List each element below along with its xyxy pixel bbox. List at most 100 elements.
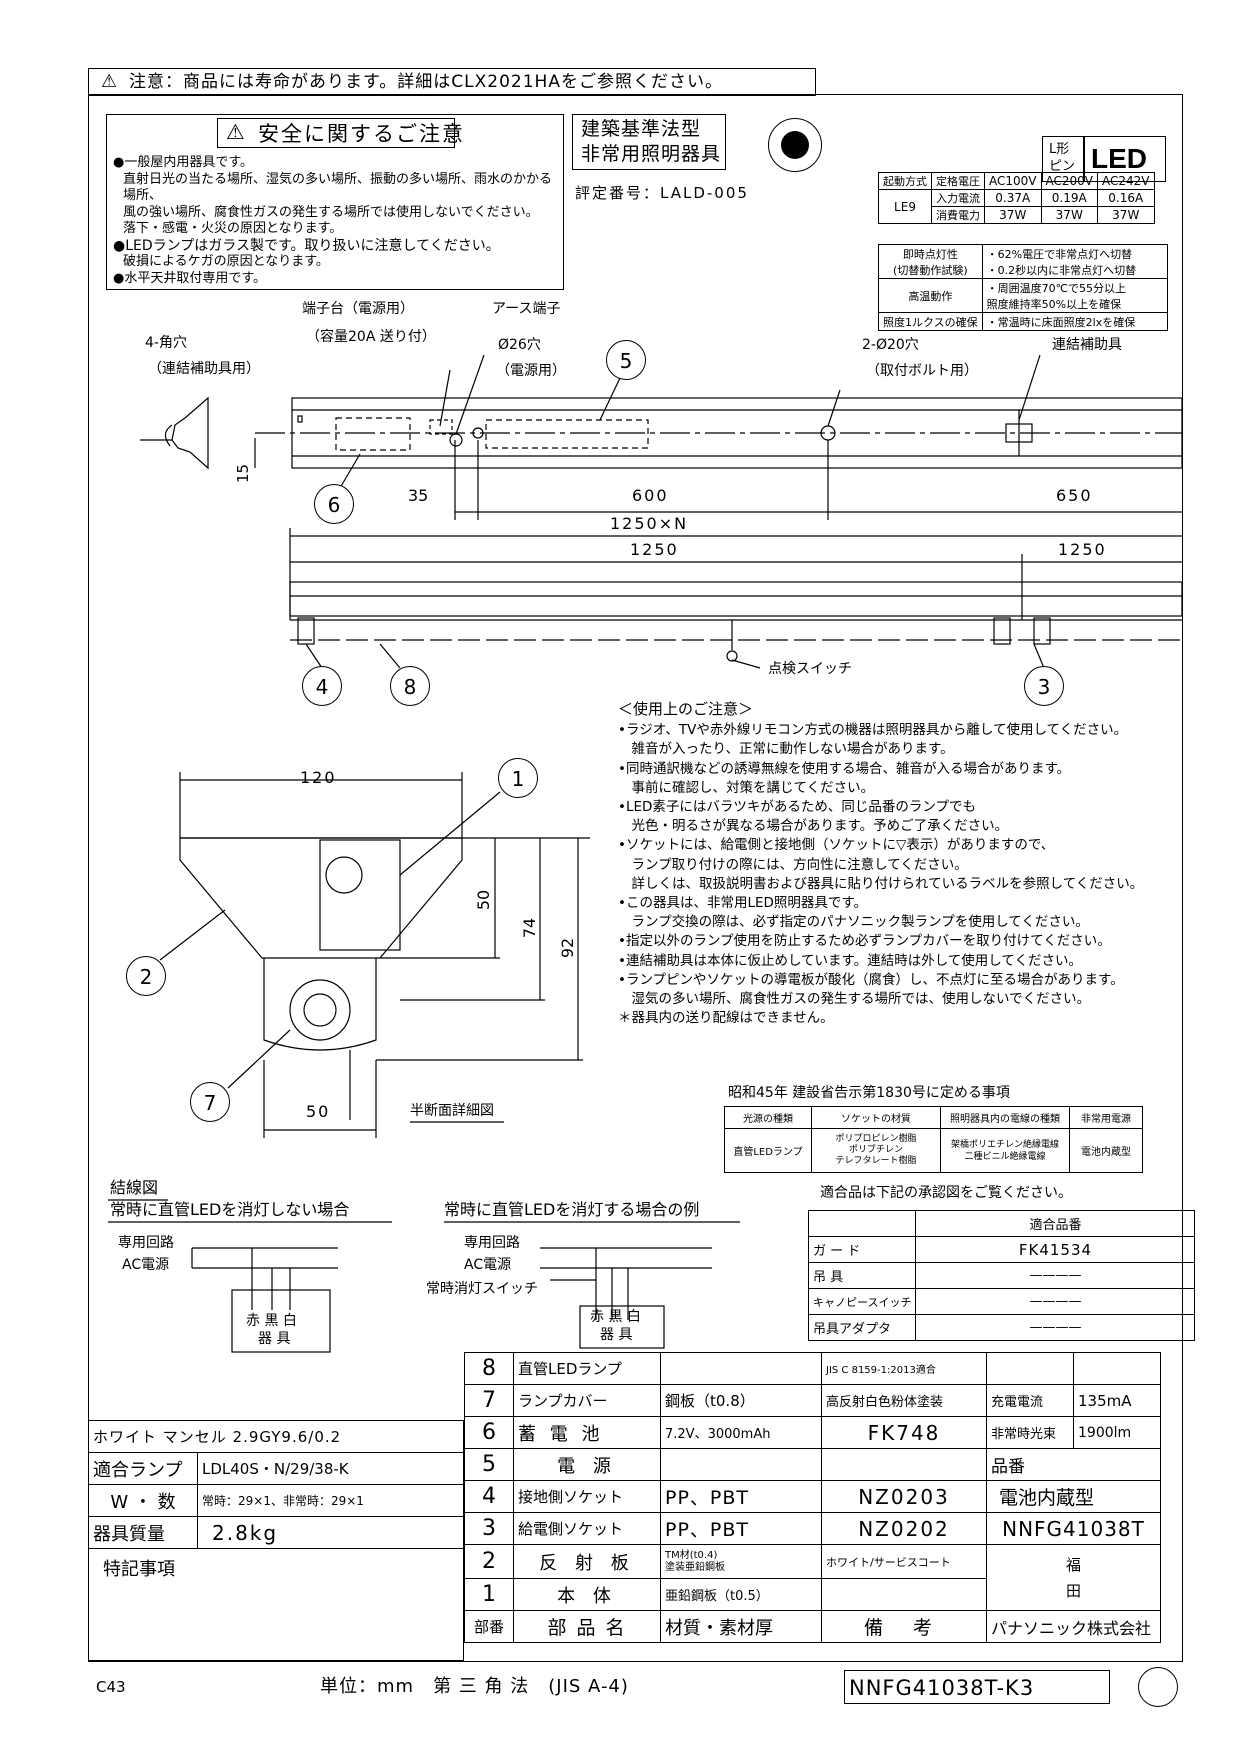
usage-line: ＊器具内の送り配線はできません。 bbox=[618, 1010, 834, 1027]
usage-line: •連結補助具は本体に仮止めしています。連結時は外して使用してください。 bbox=[618, 952, 1082, 969]
square-hole-sub: （連結補助具用） bbox=[148, 361, 260, 377]
terminal-label: 端子台（電源用） bbox=[302, 301, 414, 317]
callout-3: 3 bbox=[1024, 666, 1064, 706]
part-material bbox=[660, 1448, 822, 1481]
part-name: 蓄 電 池 bbox=[513, 1416, 661, 1449]
flux-value: 1900lm bbox=[1073, 1416, 1161, 1449]
earth-label: アース端子 bbox=[492, 301, 561, 317]
usage-line: •LED素子にはバラツキがあるため、同じ品番のランプでも bbox=[618, 799, 977, 816]
dim-650-label: 650 bbox=[1056, 486, 1093, 505]
spec-table: 起動方式 定格電圧 AC100V AC200V AC242V LE9 入力電流 … bbox=[878, 172, 1155, 224]
part-name: 直管LEDランプ bbox=[513, 1352, 661, 1385]
n1830-header: 非常用電源 bbox=[1069, 1106, 1143, 1129]
n1830-cell: 架橋ポリエチレン絶縁電線 二種ビニル絶縁電線 bbox=[940, 1128, 1070, 1173]
usage-line: 事前に確認し、対策を講じてください。 bbox=[618, 779, 875, 796]
dim-1250n-label: 1250×N bbox=[610, 514, 689, 533]
usage-title: ＜使用上のご注意＞ bbox=[618, 700, 754, 718]
drafter-1: 福 bbox=[1065, 1555, 1081, 1574]
usage-line: •指定以外のランプ使用を防止するため必ずランプカバーを取り付けてください。 bbox=[618, 933, 1111, 950]
dim-120-label: 120 bbox=[300, 768, 337, 787]
compat-value: ———— bbox=[915, 1314, 1196, 1341]
n1830-cell: 電池内蔵型 bbox=[1069, 1128, 1143, 1173]
building-type-line2: 非常用照明器具 bbox=[581, 143, 722, 165]
lamp-label: 適合ランプ bbox=[88, 1452, 198, 1485]
footer-unit: 単位：mm 第 三 角 法 (JIS A-4) bbox=[320, 1676, 629, 1697]
wiring-title: 結線図 bbox=[110, 1178, 159, 1197]
n1830-cell: 直管LEDランプ bbox=[724, 1128, 812, 1173]
safety-line: 破損によるケガの原因となります。 bbox=[123, 254, 329, 269]
parts-header-no: 部番 bbox=[464, 1610, 514, 1643]
w-value: 常時：29×1、非常時：29×1 bbox=[197, 1484, 464, 1517]
part-name: 接地側ソケット bbox=[513, 1480, 661, 1513]
compat-label: キャノピースイッチ bbox=[807, 1288, 917, 1315]
callout-2: 2 bbox=[126, 956, 166, 996]
drawing-number: NNFG41038T-K3 bbox=[849, 1676, 1035, 1700]
compat-note: 適合品は下記の承認図をご覧ください。 bbox=[820, 1185, 1072, 1201]
maker-name: パナソニック株式会社 bbox=[986, 1610, 1161, 1643]
wiring-circuit: 専用回路 bbox=[118, 1235, 174, 1251]
approval-seal bbox=[768, 118, 822, 172]
bolt-hole-label: 2-Ø20穴 bbox=[862, 337, 919, 353]
spec-cell: 37W bbox=[1040, 206, 1098, 224]
right-empty bbox=[986, 1352, 1074, 1385]
parts-header-name: 部 品 名 bbox=[513, 1610, 661, 1643]
perf-value: ・常温時に床面照度2lxを確保 bbox=[981, 312, 1169, 331]
usage-line: •ソケットには、給電側と接地側（ソケットに▽表示）がありますので、 bbox=[618, 837, 1055, 854]
special-label: 特記事項 bbox=[103, 1559, 175, 1580]
part-remark: NZ0203 bbox=[821, 1480, 987, 1513]
n1830-cell: ポリプロピレン樹脂 ポリブチレン テレフタレート樹脂 bbox=[811, 1128, 941, 1173]
perf-label: 高温動作 bbox=[878, 278, 983, 313]
part-material: 7.2V、3000mAh bbox=[660, 1416, 822, 1449]
part-remark: ホワイト/サービスコート bbox=[821, 1544, 987, 1579]
spec-cell: 37W bbox=[984, 206, 1042, 224]
part-material: TM材(t0.4) 塗装亜鉛鋼板 bbox=[660, 1544, 822, 1579]
n1830-header: ソケットの材質 bbox=[811, 1106, 941, 1129]
drafter: 福 田 bbox=[986, 1544, 1161, 1611]
part-remark: JIS C 8159-1:2013適合 bbox=[821, 1352, 987, 1385]
compat-corner bbox=[807, 1210, 917, 1237]
callout-7: 7 bbox=[190, 1082, 230, 1122]
part-name: 給電側ソケット bbox=[513, 1512, 661, 1545]
terminal-sub: （容量20A 送り付） bbox=[306, 329, 436, 345]
mass-value: 2.8kg bbox=[197, 1516, 464, 1549]
footer-code: C43 bbox=[96, 1678, 126, 1696]
parts-header-remark: 備 考 bbox=[821, 1610, 987, 1643]
usage-line: 雑音が入ったり、正常に動作しない場合があります。 bbox=[618, 741, 954, 758]
hinban-label: 品番 bbox=[986, 1448, 1161, 1481]
part-name: 電 源 bbox=[513, 1448, 661, 1481]
part-material: 亜鉛鋼板（t0.5） bbox=[660, 1578, 822, 1611]
dim-50v-label: 50 bbox=[474, 889, 494, 911]
usage-line: ランプ取り付けの際には、方向性に注意してください。 bbox=[618, 856, 968, 873]
perf-label: 照度1ルクスの確保 bbox=[878, 312, 983, 331]
seal-inner bbox=[781, 131, 809, 159]
callout-6: 6 bbox=[314, 484, 354, 524]
safety-line: ●LEDランプはガラス製です。取り扱いに注意してください。 bbox=[113, 237, 500, 254]
compat-value: FK41534 bbox=[915, 1236, 1196, 1263]
dim-50h-label: 50 bbox=[306, 1102, 331, 1121]
safety-box: ⚠ 安全に関するご注意 ●一般屋内用器具です。 直射日光の当たる場所、湿気の多い… bbox=[106, 114, 564, 290]
dim-92-label: 92 bbox=[558, 937, 578, 959]
part-material: PP、PBT bbox=[660, 1512, 822, 1545]
spec-header: AC100V bbox=[984, 172, 1042, 190]
safety-line: 風の強い場所、腐食性ガスの発生する場所では使用しないでください。 bbox=[123, 204, 539, 220]
dim-35-label: 35 bbox=[408, 486, 429, 505]
check-switch-label: 点検スイッチ bbox=[768, 661, 852, 677]
part-name: ランプカバー bbox=[513, 1384, 661, 1417]
wiring-device: 器 具 bbox=[600, 1327, 633, 1343]
usage-line: •この器具は、非常用LED照明器具です。 bbox=[618, 895, 868, 912]
performance-table: 即時点灯性 (切替動作試験) ・62%電圧で非常点灯へ切替 ・0.2秒以内に非常… bbox=[878, 244, 1169, 331]
compat-table: 適合品番 ガ ー ド FK41534 吊 具 ———— キャノピースイッチ ——… bbox=[807, 1210, 1196, 1341]
special-notes: 特記事項 bbox=[88, 1548, 464, 1661]
part-no: 1 bbox=[464, 1578, 514, 1611]
safety-title-box: ⚠ 安全に関するご注意 bbox=[217, 118, 463, 148]
charge-value: 135mA bbox=[1073, 1384, 1161, 1417]
wiring-colors: 赤 黒 白 bbox=[246, 1313, 297, 1329]
spec-header: 起動方式 bbox=[878, 172, 932, 190]
badge-pin: L形 ピン bbox=[1049, 142, 1076, 174]
callout-8: 8 bbox=[390, 666, 430, 706]
spec-cell: 0.19A bbox=[1040, 189, 1098, 207]
part-material: 鋼板（t0.8） bbox=[660, 1384, 822, 1417]
type-value: 電池内蔵型 bbox=[986, 1480, 1161, 1513]
wiring-ac: AC電源 bbox=[464, 1257, 512, 1273]
spec-row-label: 入力電流 bbox=[931, 189, 985, 207]
